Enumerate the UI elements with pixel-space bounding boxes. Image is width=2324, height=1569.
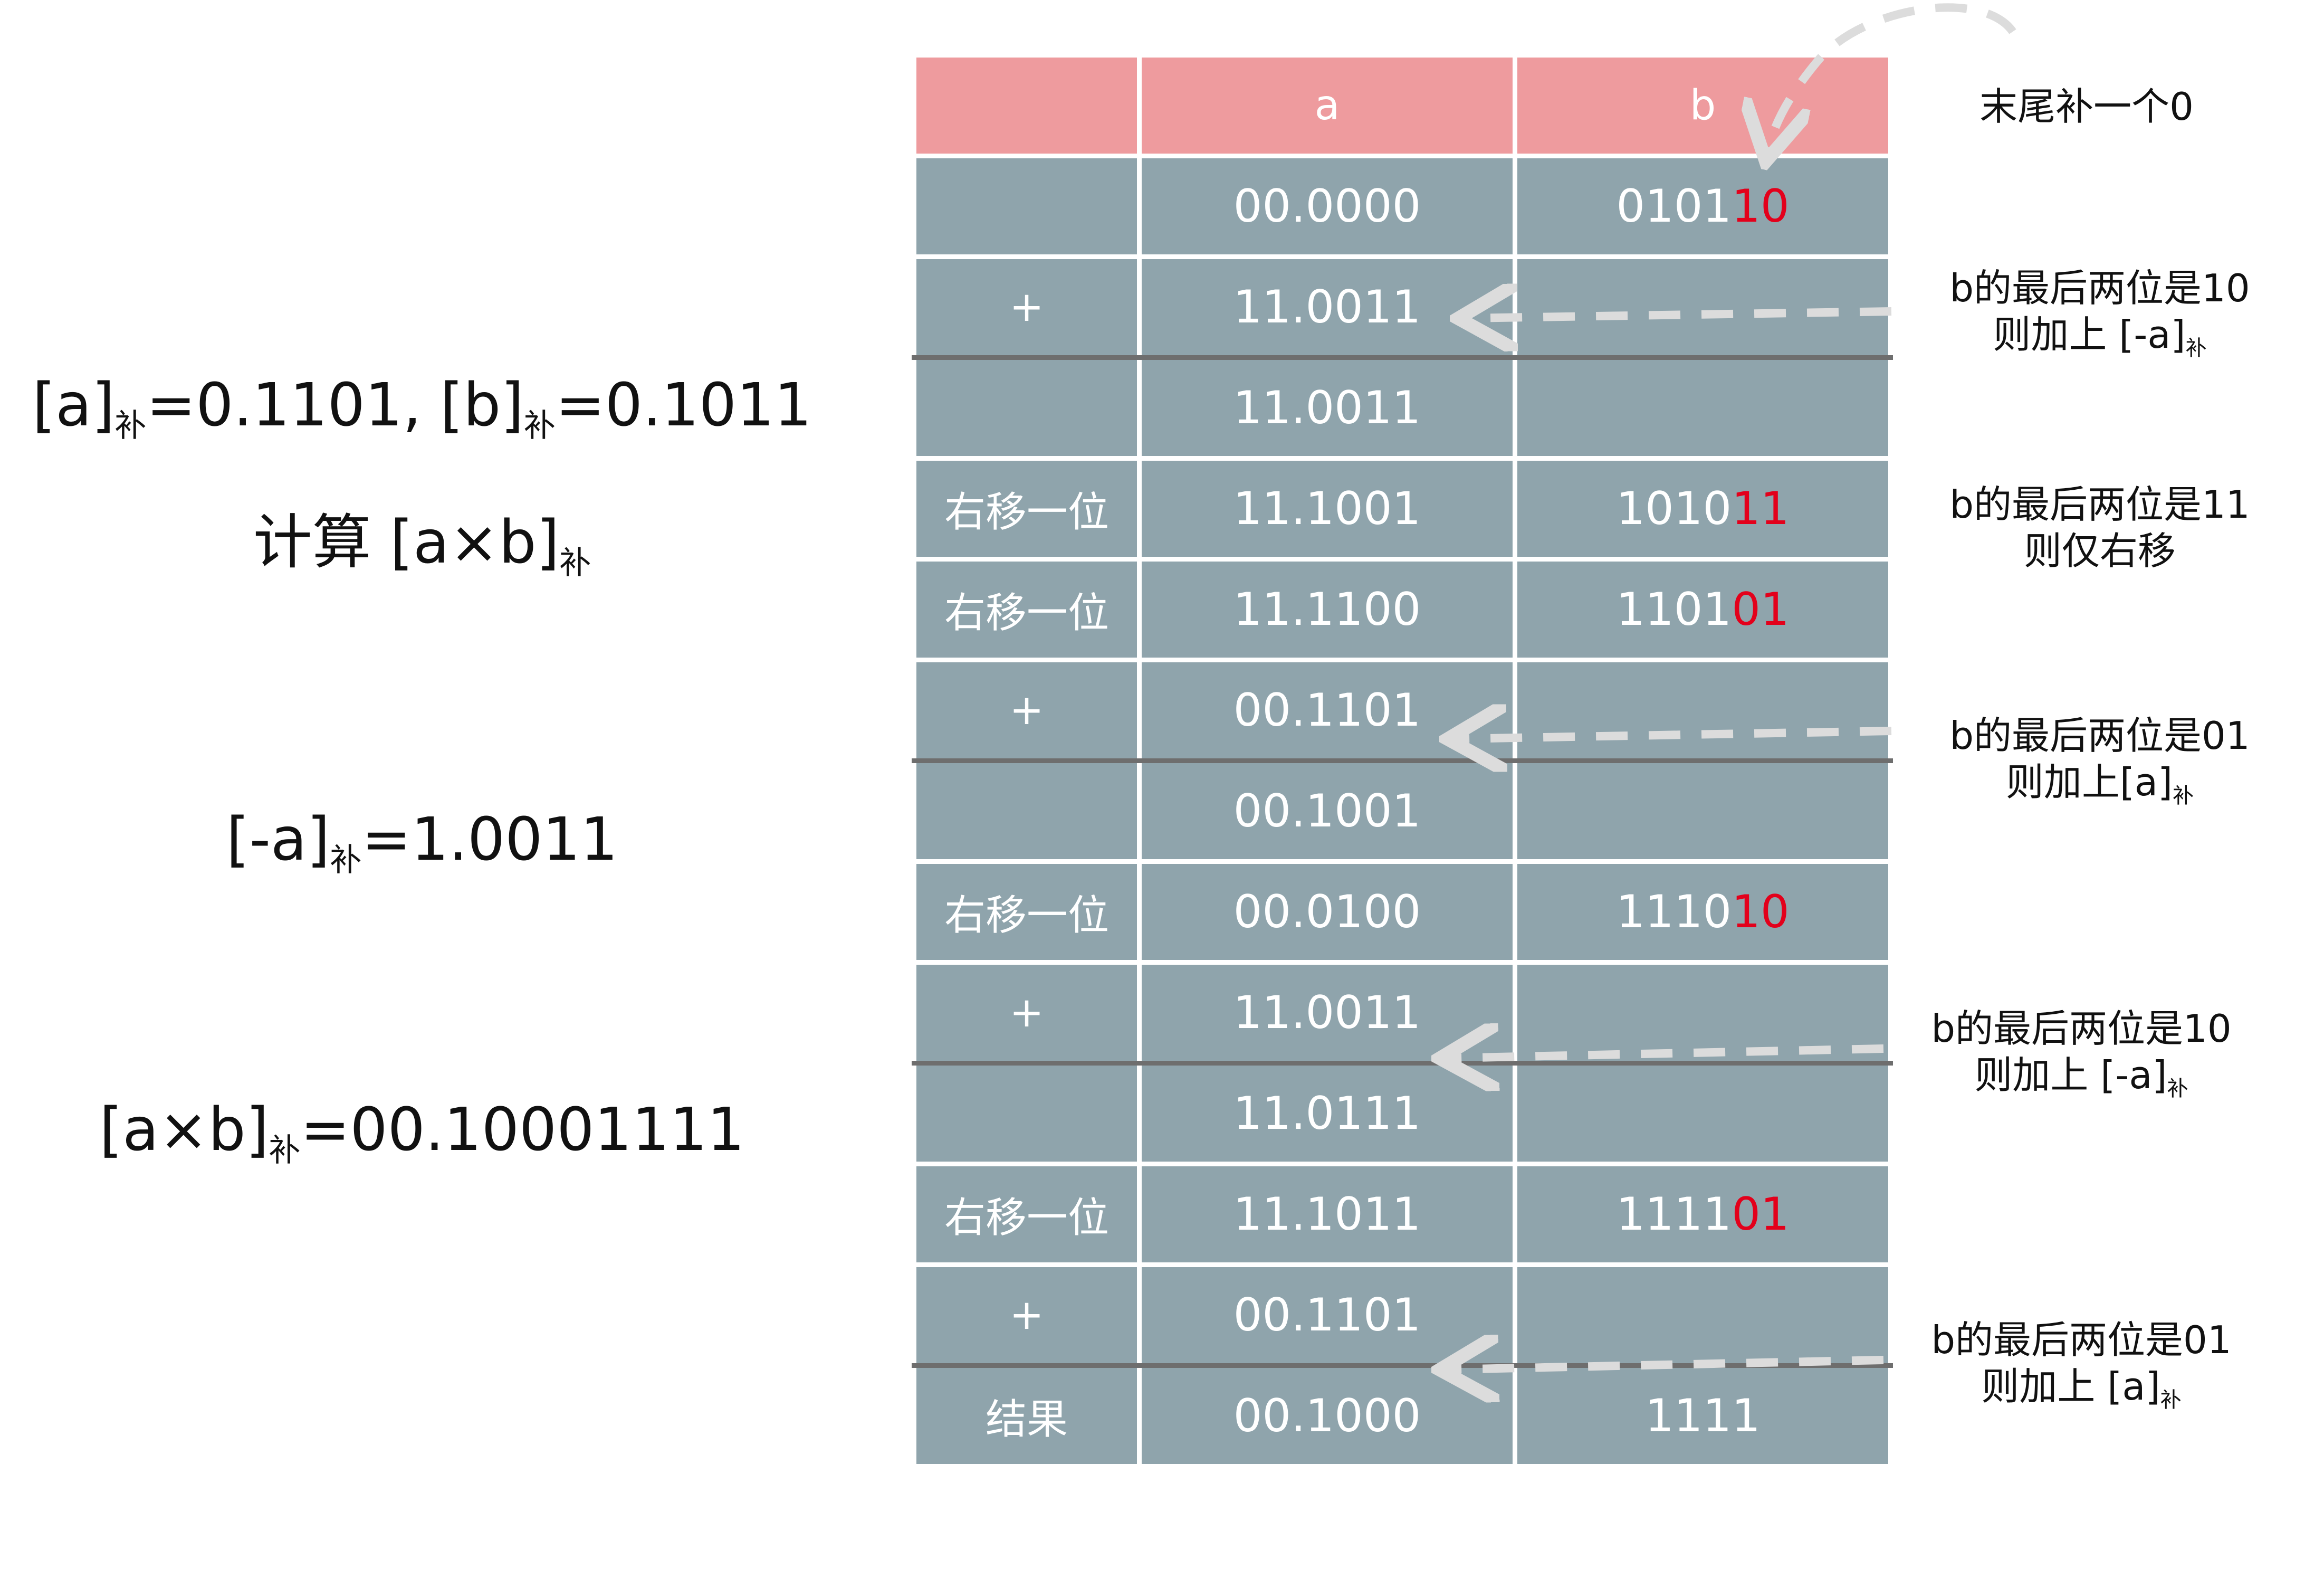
header-cell-1: a bbox=[1137, 53, 1517, 158]
operation-cell bbox=[912, 758, 1142, 864]
note-add-neg-a-2: b的最后两位是10 则加上 [-a]补 bbox=[1931, 1006, 2232, 1101]
table-row: +11.0011 bbox=[912, 254, 1893, 360]
compute-expression: [a×b] bbox=[390, 508, 560, 577]
b-bits: 1010 bbox=[1616, 482, 1732, 535]
b-register-cell bbox=[1513, 355, 1893, 461]
b-register-cell: 101011 bbox=[1513, 456, 1893, 562]
note-add-a-1: b的最后两位是01 则加上[a]补 bbox=[1949, 714, 2250, 808]
b-bits: 1111 bbox=[1616, 1188, 1732, 1241]
b-register-cell bbox=[1513, 254, 1893, 360]
b-register-cell bbox=[1513, 1262, 1893, 1368]
complement-subscript: 补 bbox=[330, 842, 362, 879]
operation-cell: 结果 bbox=[912, 1363, 1142, 1469]
b-complement-label: [b] bbox=[440, 371, 524, 440]
a-register-cell: 00.1001 bbox=[1137, 758, 1517, 864]
result-value: =00.10001111 bbox=[300, 1096, 745, 1164]
operation-cell: 右移一位 bbox=[912, 557, 1142, 662]
header-cell-0 bbox=[912, 53, 1142, 158]
complement-subscript: 补 bbox=[114, 407, 147, 444]
b-register-cell bbox=[1513, 1061, 1893, 1166]
given-values: [a]补=0.1101, [b]补=0.1011 bbox=[32, 376, 812, 442]
b-complement-value: =0.1011 bbox=[555, 371, 812, 440]
b-bits: 0101 bbox=[1616, 180, 1732, 233]
result-label: [a×b] bbox=[99, 1096, 269, 1164]
note4-arrow bbox=[1448, 1049, 1884, 1058]
b-register-cell: 111010 bbox=[1513, 859, 1893, 965]
operation-cell: + bbox=[912, 254, 1142, 360]
neg-a-label: [-a] bbox=[226, 805, 330, 874]
neg-a-value: =1.0011 bbox=[361, 805, 618, 874]
table-row: 11.0011 bbox=[912, 355, 1893, 461]
note1-arrow bbox=[1467, 311, 1892, 318]
operation-cell: 右移一位 bbox=[912, 456, 1142, 562]
a-register-cell: 11.1100 bbox=[1137, 557, 1517, 662]
pad-zero-note: 末尾补一个0 bbox=[1979, 84, 2194, 129]
note-add-a-2: b的最后两位是01 则加上 [a]补 bbox=[1931, 1318, 2232, 1412]
table-row: 11.0111 bbox=[912, 1061, 1893, 1166]
b-bits: 1111 bbox=[1645, 1390, 1761, 1442]
operation-cell: + bbox=[912, 658, 1142, 763]
a-complement-label: [a] bbox=[32, 371, 115, 440]
a-register-cell: 00.0000 bbox=[1137, 154, 1517, 259]
a-register-cell: 11.0111 bbox=[1137, 1061, 1517, 1166]
pad-zero-arrow bbox=[1767, 3, 2016, 153]
a-register-cell: 11.1011 bbox=[1137, 1162, 1517, 1267]
a-register-cell: 11.0011 bbox=[1137, 355, 1517, 461]
complement-subscript: 补 bbox=[523, 407, 556, 444]
complement-subscript: 补 bbox=[269, 1132, 301, 1169]
b-register-cell bbox=[1513, 658, 1893, 763]
operation-cell: 右移一位 bbox=[912, 859, 1142, 965]
note-shift-only: b的最后两位是11 则仅右移 bbox=[1949, 482, 2250, 573]
operation-cell: + bbox=[912, 960, 1142, 1066]
operation-cell bbox=[912, 355, 1142, 461]
a-register-cell: 11.1001 bbox=[1137, 456, 1517, 562]
header-cell-2: b bbox=[1513, 53, 1893, 158]
a-register-cell: 00.0100 bbox=[1137, 859, 1517, 965]
b-bits: 1110 bbox=[1616, 886, 1732, 938]
neg-a-complement: [-a]补=1.0011 bbox=[32, 810, 812, 876]
b-bits: 1101 bbox=[1616, 583, 1732, 636]
note5-arrow bbox=[1448, 1360, 1884, 1370]
a-complement-value: =0.1101, bbox=[146, 371, 422, 440]
note-add-neg-a-1: b的最后两位是10 则加上 [-a]补 bbox=[1949, 266, 2250, 360]
operation-cell bbox=[912, 1061, 1142, 1166]
final-result: [a×b]补=00.10001111 bbox=[32, 1100, 812, 1166]
operation-cell: + bbox=[912, 1262, 1142, 1368]
note3-arrow bbox=[1456, 731, 1892, 739]
b-last-two-bits: 11 bbox=[1732, 482, 1790, 535]
compute-prefix: 计算 bbox=[253, 508, 371, 577]
b-last-two-bits: 01 bbox=[1732, 583, 1790, 636]
compute-instruction: 计算 [a×b]补 bbox=[32, 513, 812, 579]
complement-subscript: 补 bbox=[559, 545, 591, 582]
b-register-cell bbox=[1513, 758, 1893, 864]
operation-cell bbox=[912, 154, 1142, 259]
b-register-cell: 111101 bbox=[1513, 1162, 1893, 1267]
b-register-cell: 010110 bbox=[1513, 154, 1893, 259]
table-row: 00.1001 bbox=[912, 758, 1893, 864]
b-last-two-bits: 01 bbox=[1732, 1188, 1790, 1241]
b-last-two-bits: 10 bbox=[1732, 180, 1790, 233]
operation-cell: 右移一位 bbox=[912, 1162, 1142, 1267]
b-last-two-bits: 10 bbox=[1732, 886, 1790, 938]
b-register-cell: 110101 bbox=[1513, 557, 1893, 662]
